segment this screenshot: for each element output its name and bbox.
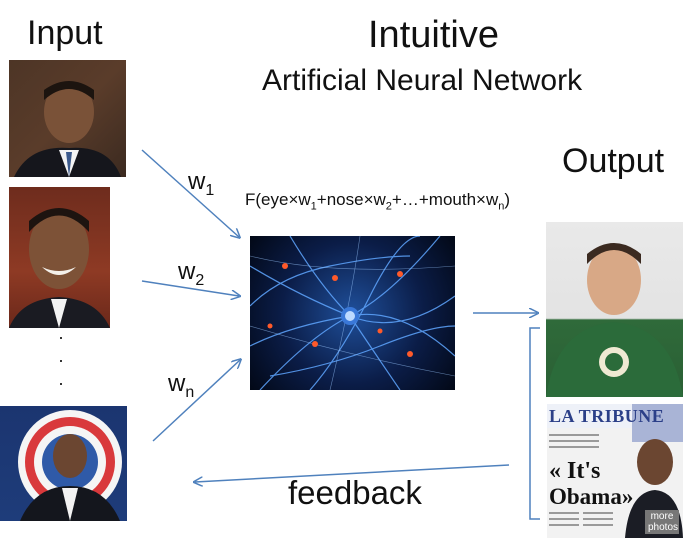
- weight-label-n: wn: [168, 370, 195, 401]
- weight-label-1: w1: [188, 168, 215, 199]
- input-label: Input: [27, 14, 103, 52]
- more-photos-badge: more photos: [645, 510, 679, 534]
- activation-formula: F(eye×w1+nose×w2+…+mouth×wn): [245, 190, 511, 213]
- magazine-name: Obama»: [549, 484, 634, 509]
- output-label: Output: [562, 142, 665, 180]
- output-bracket: [529, 327, 540, 520]
- diagram-subtitle: Artificial Neural Network: [262, 64, 583, 97]
- output-photo-1: [546, 222, 683, 397]
- input-photo-1: [9, 60, 126, 177]
- feedback-label: feedback: [288, 474, 422, 511]
- weight-label-2: w2: [178, 258, 205, 289]
- neural-network-image: [250, 236, 455, 390]
- ellipsis-dots: · · ·: [58, 327, 64, 393]
- diagram-title: Intuitive: [368, 14, 499, 56]
- input-photo-2: [9, 187, 110, 328]
- arrow-input-3-to-network: [152, 360, 240, 442]
- magazine-masthead: LA TRIBUNE: [549, 406, 665, 426]
- input-photo-3: [0, 406, 127, 521]
- output-magazine-cover: LA TRIBUNE « It's Obama» more photos: [547, 404, 683, 538]
- magazine-headline: « It's: [549, 458, 601, 484]
